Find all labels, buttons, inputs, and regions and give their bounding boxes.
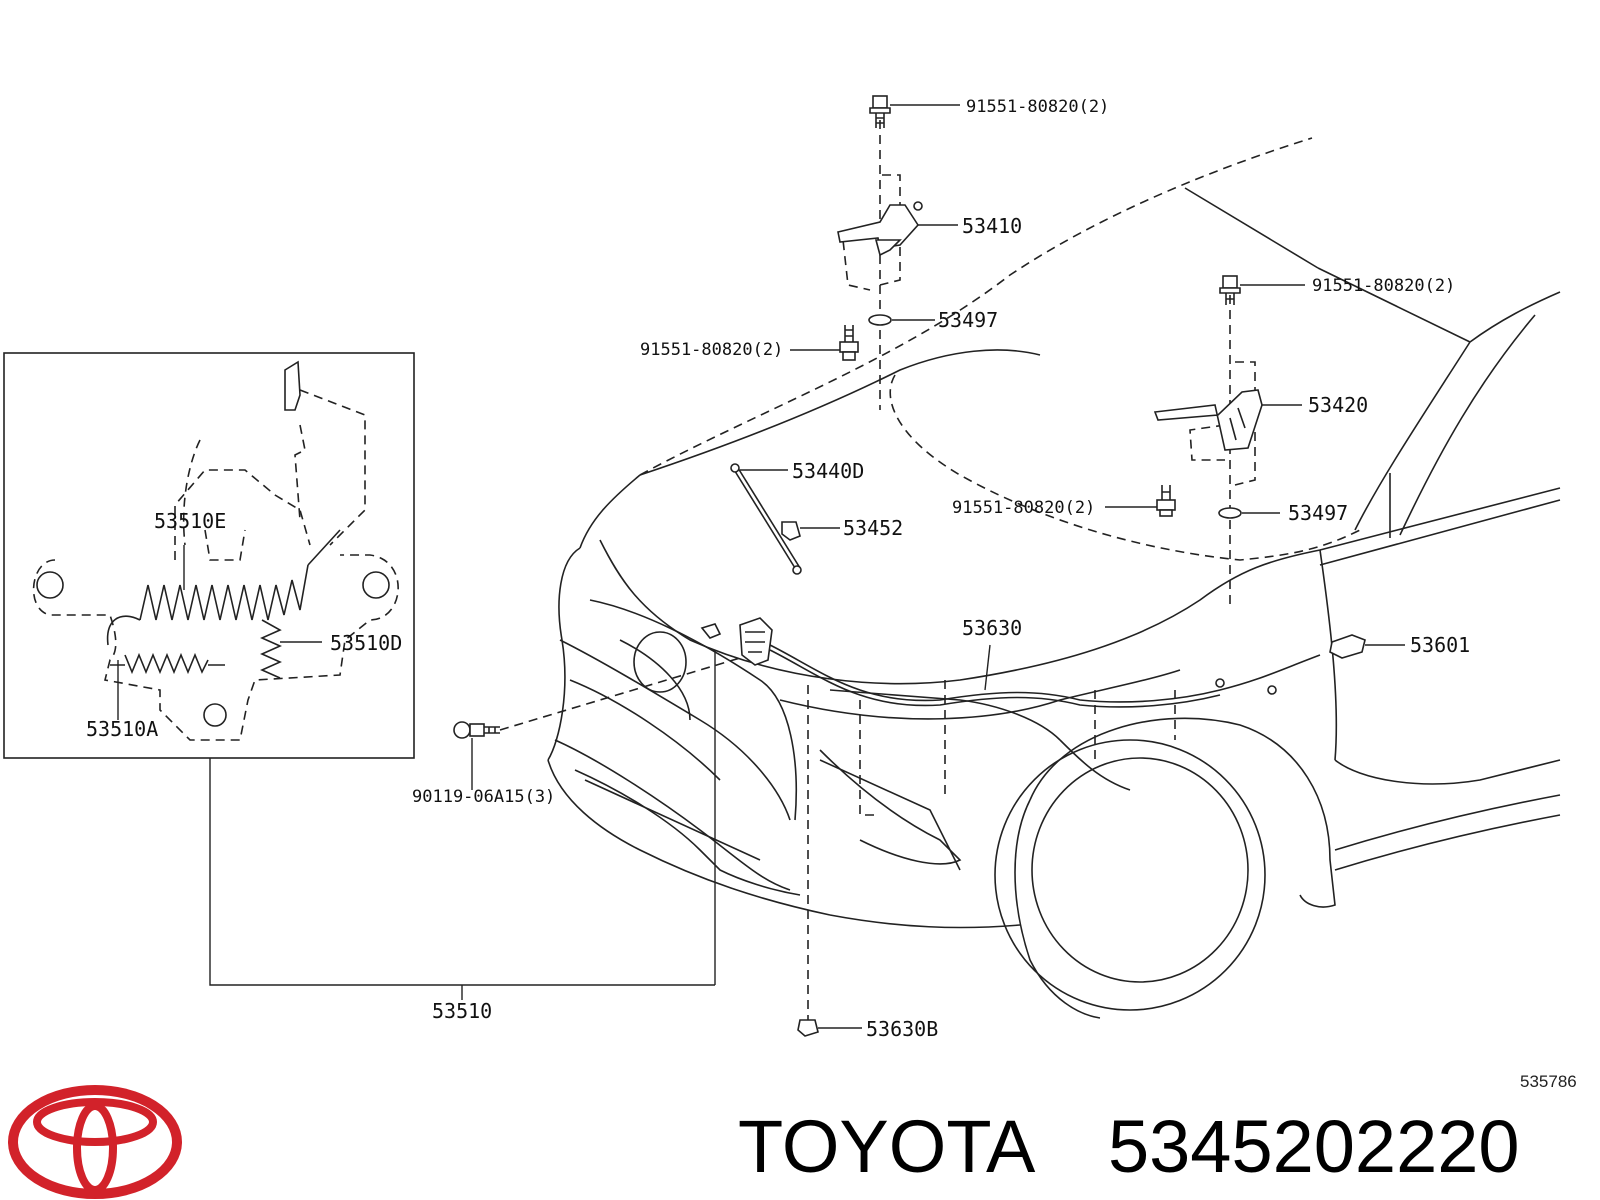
washer-icon [868,314,892,326]
callout-spring-a: 53510A [86,717,158,741]
callout-hinge-right: 53420 [1308,393,1368,417]
callout-latch-bolt: 90119-06A15(3) [412,787,555,807]
callout-bolt-top-right: 91551-80820(2) [1312,276,1455,296]
bolt-icon [1219,275,1241,305]
hood-hinge-left [790,95,960,410]
callout-support-rod: 53440D [792,459,864,483]
callout-washer-right: 53497 [1288,501,1348,525]
callout-cable-clamp: 53630B [866,1017,938,1041]
callout-washer-left: 53497 [938,308,998,332]
callout-lock-assy: 53510 [432,999,492,1023]
callout-hinge-left: 53410 [962,214,1022,238]
hood-hinge-right [1105,275,1305,610]
release-cable [769,644,1321,1037]
hood-support-rod [730,463,802,575]
bolt-icon [1156,485,1176,517]
part-number: 5345202220 [1108,1105,1520,1188]
cable-clamp [797,1019,819,1037]
bolt-icon [869,95,891,128]
washer-icon [1218,507,1242,519]
latch-bolt-icon [453,721,500,790]
callout-spring-d: 53510D [330,631,402,655]
vehicle-outline [547,137,1561,1019]
callout-rod-holder: 53452 [843,516,903,540]
toyota-logo-icon [8,1085,182,1199]
callout-release-cable: 53630 [962,616,1022,640]
callout-bolt-bottom-right: 91551-80820(2) [952,498,1095,518]
lock-detail-inset [3,352,715,1000]
callout-bolt-top-left: 91551-80820(2) [966,97,1109,117]
brand-name: TOYOTA [738,1105,1036,1188]
bolt-icon [839,325,859,361]
callout-release-lever: 53601 [1410,633,1470,657]
rod-holder-clip [781,521,840,541]
reference-number: 535786 [1520,1072,1577,1091]
hood-lock-assy [499,617,773,985]
release-lever [1329,634,1405,659]
callout-spring-e: 53510E [154,509,226,533]
callout-bolt-bottom-left: 91551-80820(2) [640,340,783,360]
